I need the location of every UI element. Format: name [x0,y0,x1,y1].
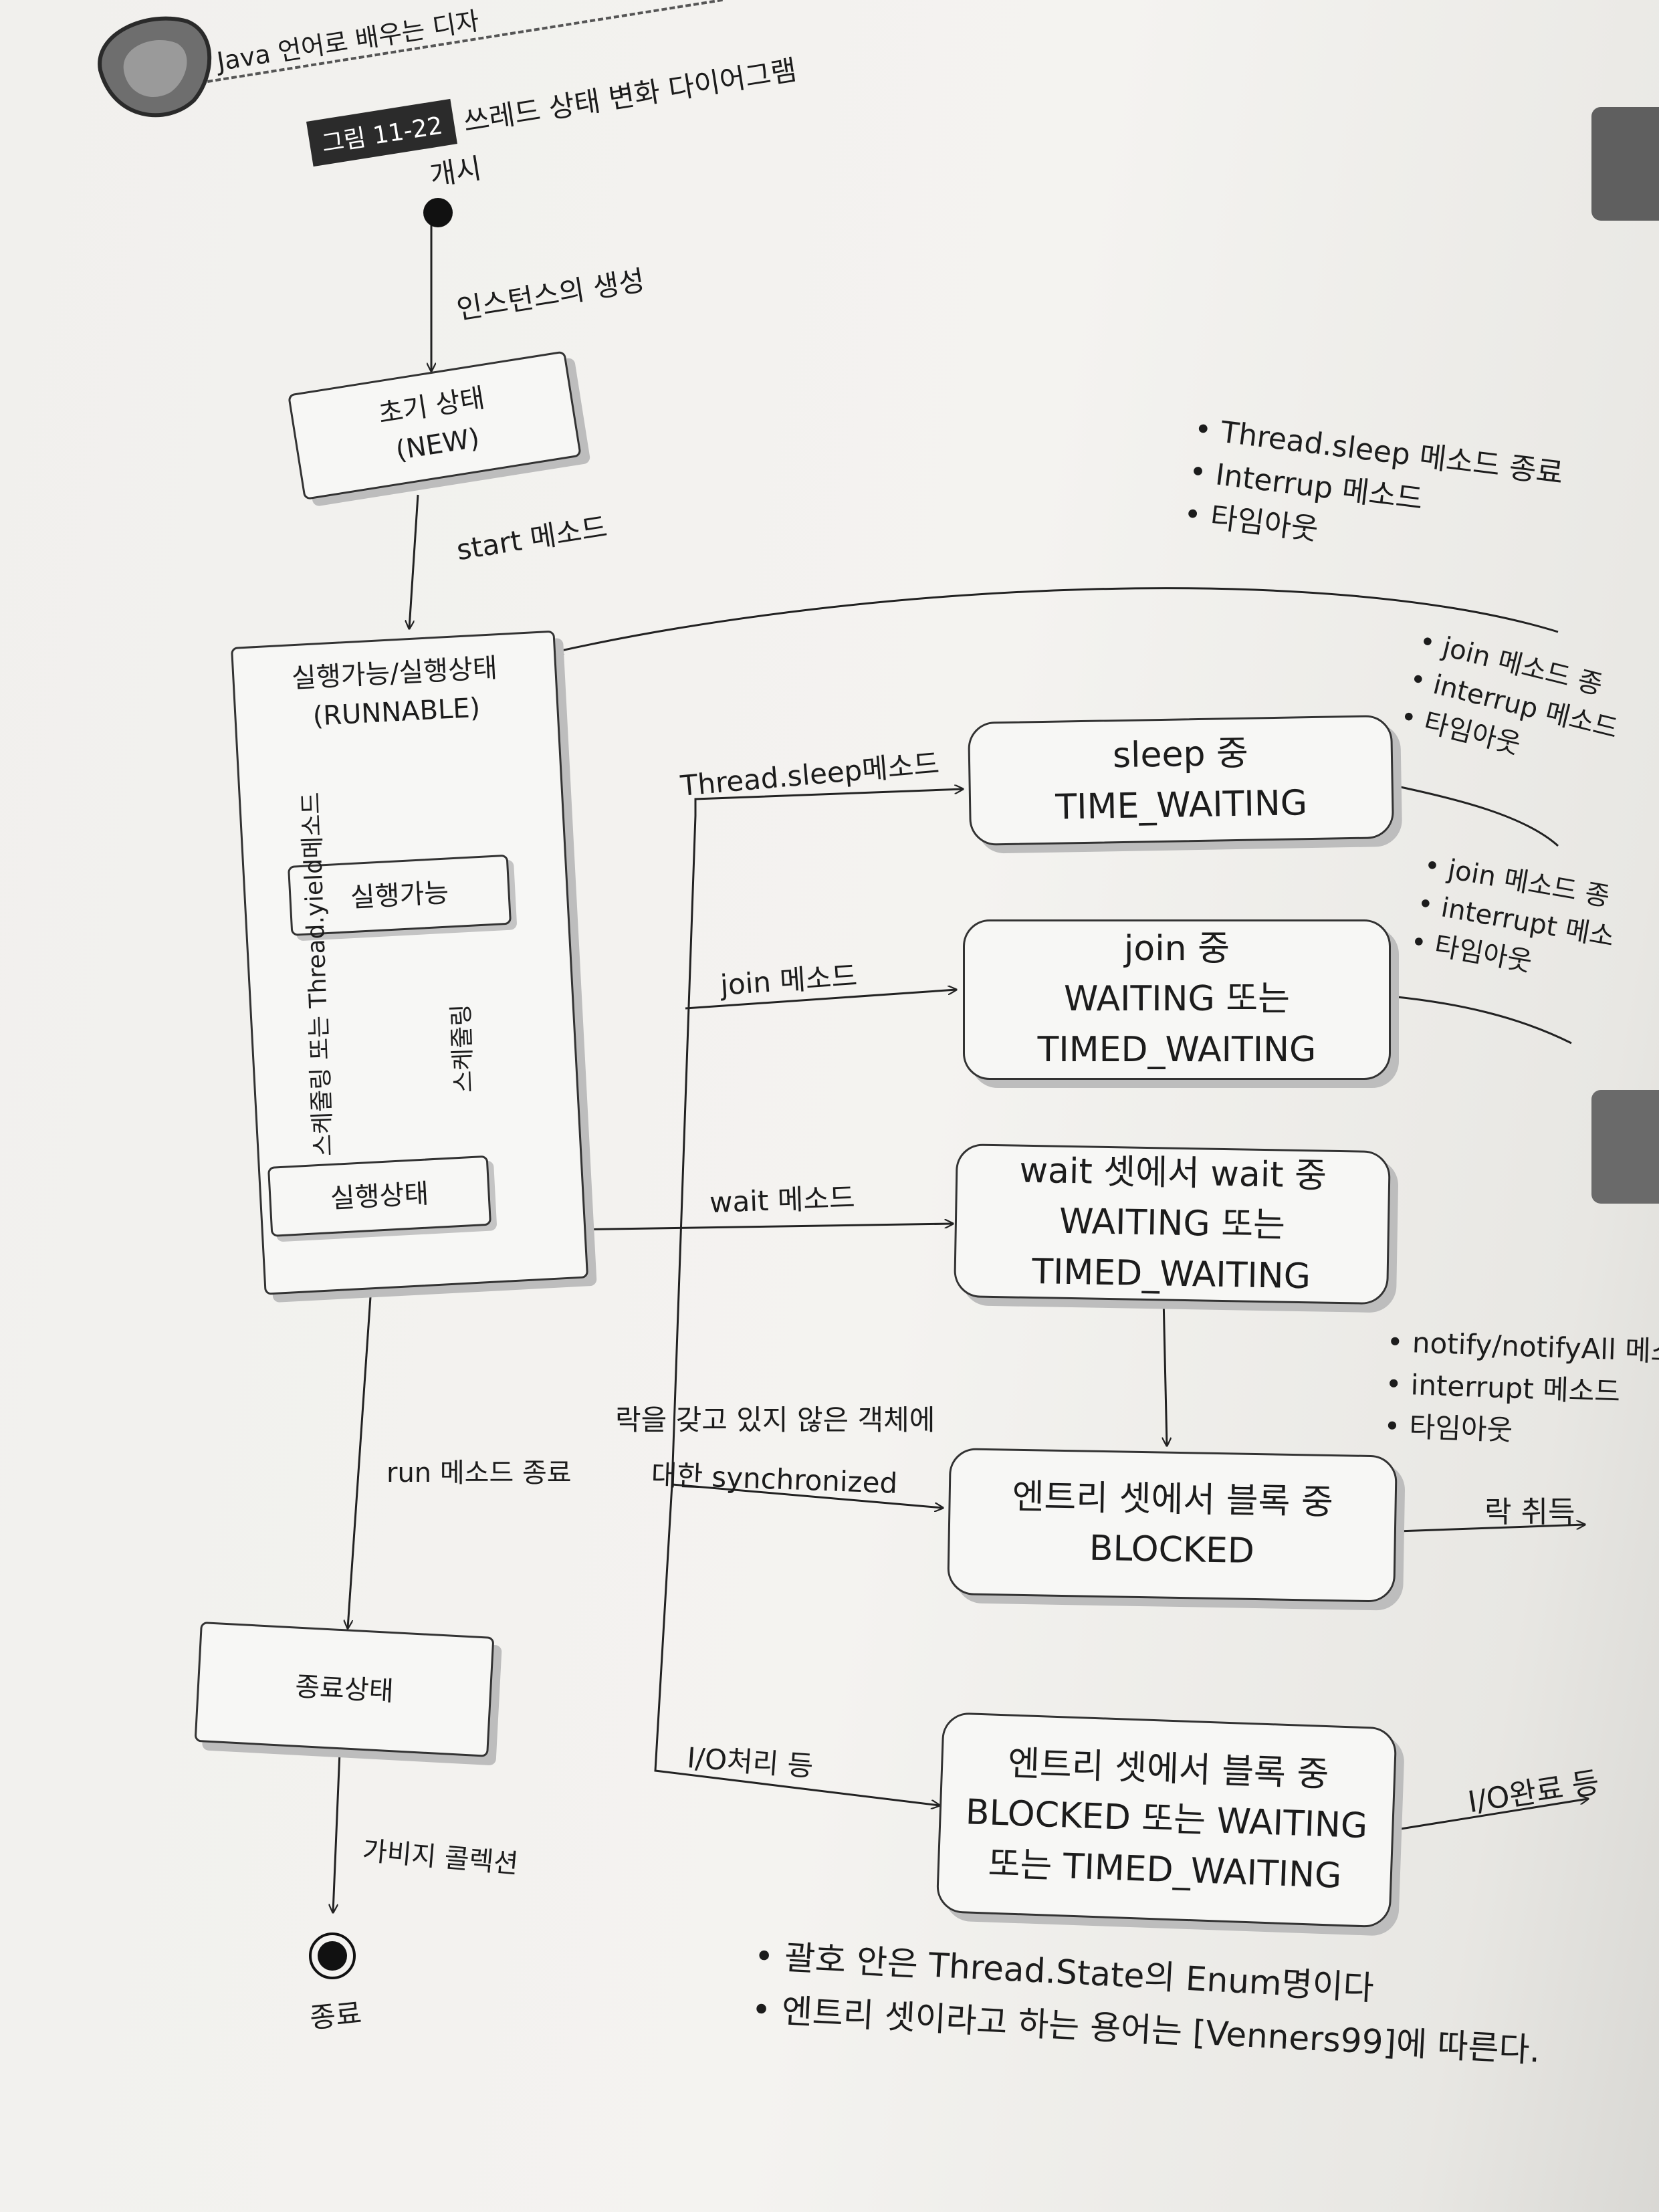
state-terminated-name: 종료상태 [294,1671,395,1708]
state-waiting-name: wait 셋에서 wait 중 [1019,1150,1327,1196]
edge-tab [1591,107,1659,221]
edge-io-done [1400,1799,1588,1830]
state-terminated: 종료상태 [194,1622,495,1757]
end-node-outer [309,1932,356,1979]
label-run-end: run 메소드 종료 [386,1458,572,1488]
corner-blob-icon [98,16,212,118]
label-lock-acquired: 락 취득 [1484,1495,1575,1529]
end-label: 종료 [308,1996,363,2035]
state-sleeping-name: sleep 중 [1112,733,1249,776]
edge-gc [333,1751,341,1912]
label-sync-1: 락을 갖고 있지 않은 객체에 [615,1404,935,1436]
state-blocked-name: 엔트리 셋에서 블록 중 [1012,1476,1334,1523]
state-blocked-io: 엔트리 셋에서 블록 중 BLOCKED 또는 WAITING 또는 TIMED… [935,1712,1398,1928]
label-schedule: 스케줄링 [447,1003,478,1093]
edge-lock-acquired [1397,1525,1585,1533]
state-joining-enum-1: WAITING 또는 [1064,979,1290,1020]
label-sync-2: 대한 synchronized [650,1458,899,1500]
edge-io [654,1484,939,1805]
edge-tab [1591,1090,1659,1204]
start-label: 개시 [427,151,484,193]
state-waiting-enum-2: TIMED_WAITING [1031,1251,1311,1297]
edge-return-join-1 [1394,784,1559,847]
edge-wait [524,1224,953,1232]
bullets-wait-exit: notify/notifyAll 메소 interrupt 메소드 타임아웃 [1383,1321,1659,1457]
state-joining-enum-2: TIMED_WAITING [1037,1029,1317,1070]
edge-start [409,494,419,629]
state-sleeping-enum: TIME_WAITING [1055,782,1308,828]
edge-run-end [348,1287,372,1628]
state-sleeping: sleep 중 TIME_WAITING [968,714,1395,846]
label-wait: wait 메소드 [709,1181,856,1219]
edge-sleep [694,789,963,816]
end-node-inner [318,1941,347,1971]
state-joining: join 중 WAITING 또는 TIMED_WAITING [963,919,1391,1080]
state-running: 실행상태 [267,1155,492,1237]
state-blocked: 엔트리 셋에서 블록 중 BLOCKED [947,1448,1398,1603]
state-joining-name: join 중 [1123,928,1230,969]
edge-join [685,990,956,1010]
state-runnable-enum: (RUNNABLE) [312,692,481,732]
state-running-name: 실행상태 [329,1178,430,1214]
edge-wait-to-blocked [1164,1297,1167,1446]
state-waiting-enum-1: WAITING 또는 [1059,1202,1286,1246]
edge-return-sleep [555,587,1559,652]
state-waiting-in-wait-set: wait 셋에서 wait 중 WAITING 또는 TIMED_WAITING [953,1143,1391,1305]
state-ready-name: 실행가능 [349,877,450,913]
label-io: I/O처리 등 [685,1741,814,1783]
edge-return-join-2 [1390,995,1572,1044]
state-blocked-enum: BLOCKED [1089,1528,1255,1571]
start-node [423,198,453,227]
